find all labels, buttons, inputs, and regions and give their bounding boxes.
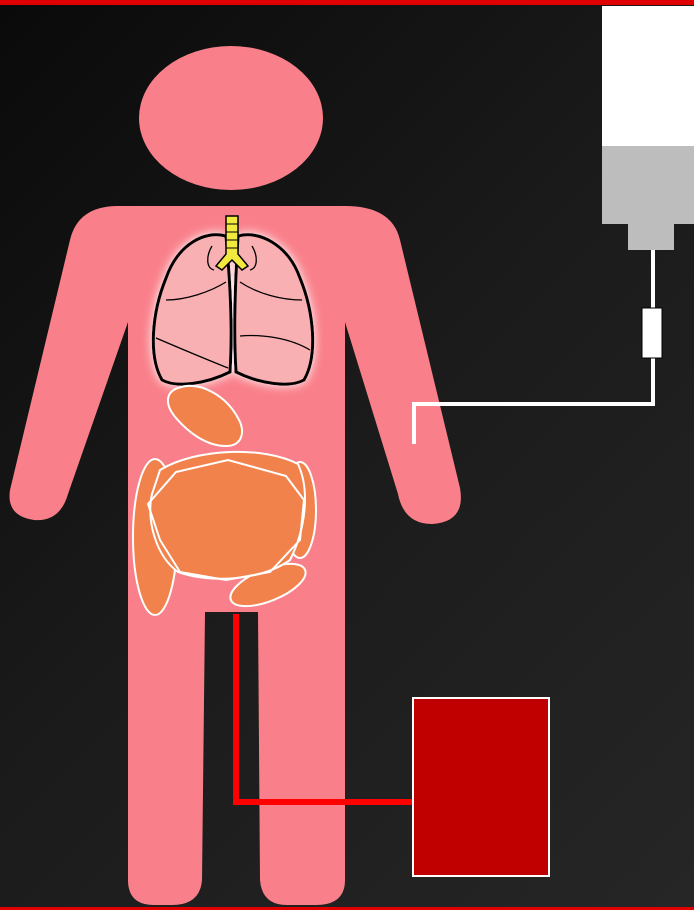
head <box>139 46 323 190</box>
iv-line-clamp <box>642 308 662 358</box>
iv-bag-port <box>628 224 674 250</box>
frame-top-border <box>0 0 694 5</box>
collection-bag-icon <box>413 698 549 876</box>
iv-bag-body <box>602 6 694 146</box>
iv-bag-label-area <box>602 146 694 224</box>
iv-line-icon <box>414 250 662 444</box>
iv-bag-icon <box>602 6 694 250</box>
